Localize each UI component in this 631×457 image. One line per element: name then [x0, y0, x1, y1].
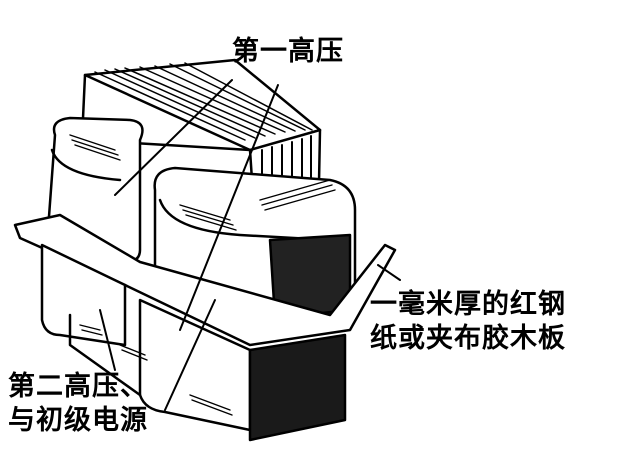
label-insulating-board-line1: 一毫米厚的红钢 [370, 289, 566, 320]
label-second-high-voltage-line1: 第二高压、 [8, 371, 148, 402]
label-second-high-voltage-line2: 与初级电源 [8, 405, 148, 436]
label-insulating-board: 一毫米厚的红钢 纸或夹布胶木板 [370, 288, 566, 356]
coil-lower [40, 243, 347, 442]
label-first-high-voltage: 第一高压 [232, 36, 344, 67]
label-insulating-board-line2: 纸或夹布胶木板 [370, 323, 566, 354]
leader-lines [99, 79, 401, 411]
label-second-high-voltage: 第二高压、 与初级电源 [8, 370, 148, 438]
